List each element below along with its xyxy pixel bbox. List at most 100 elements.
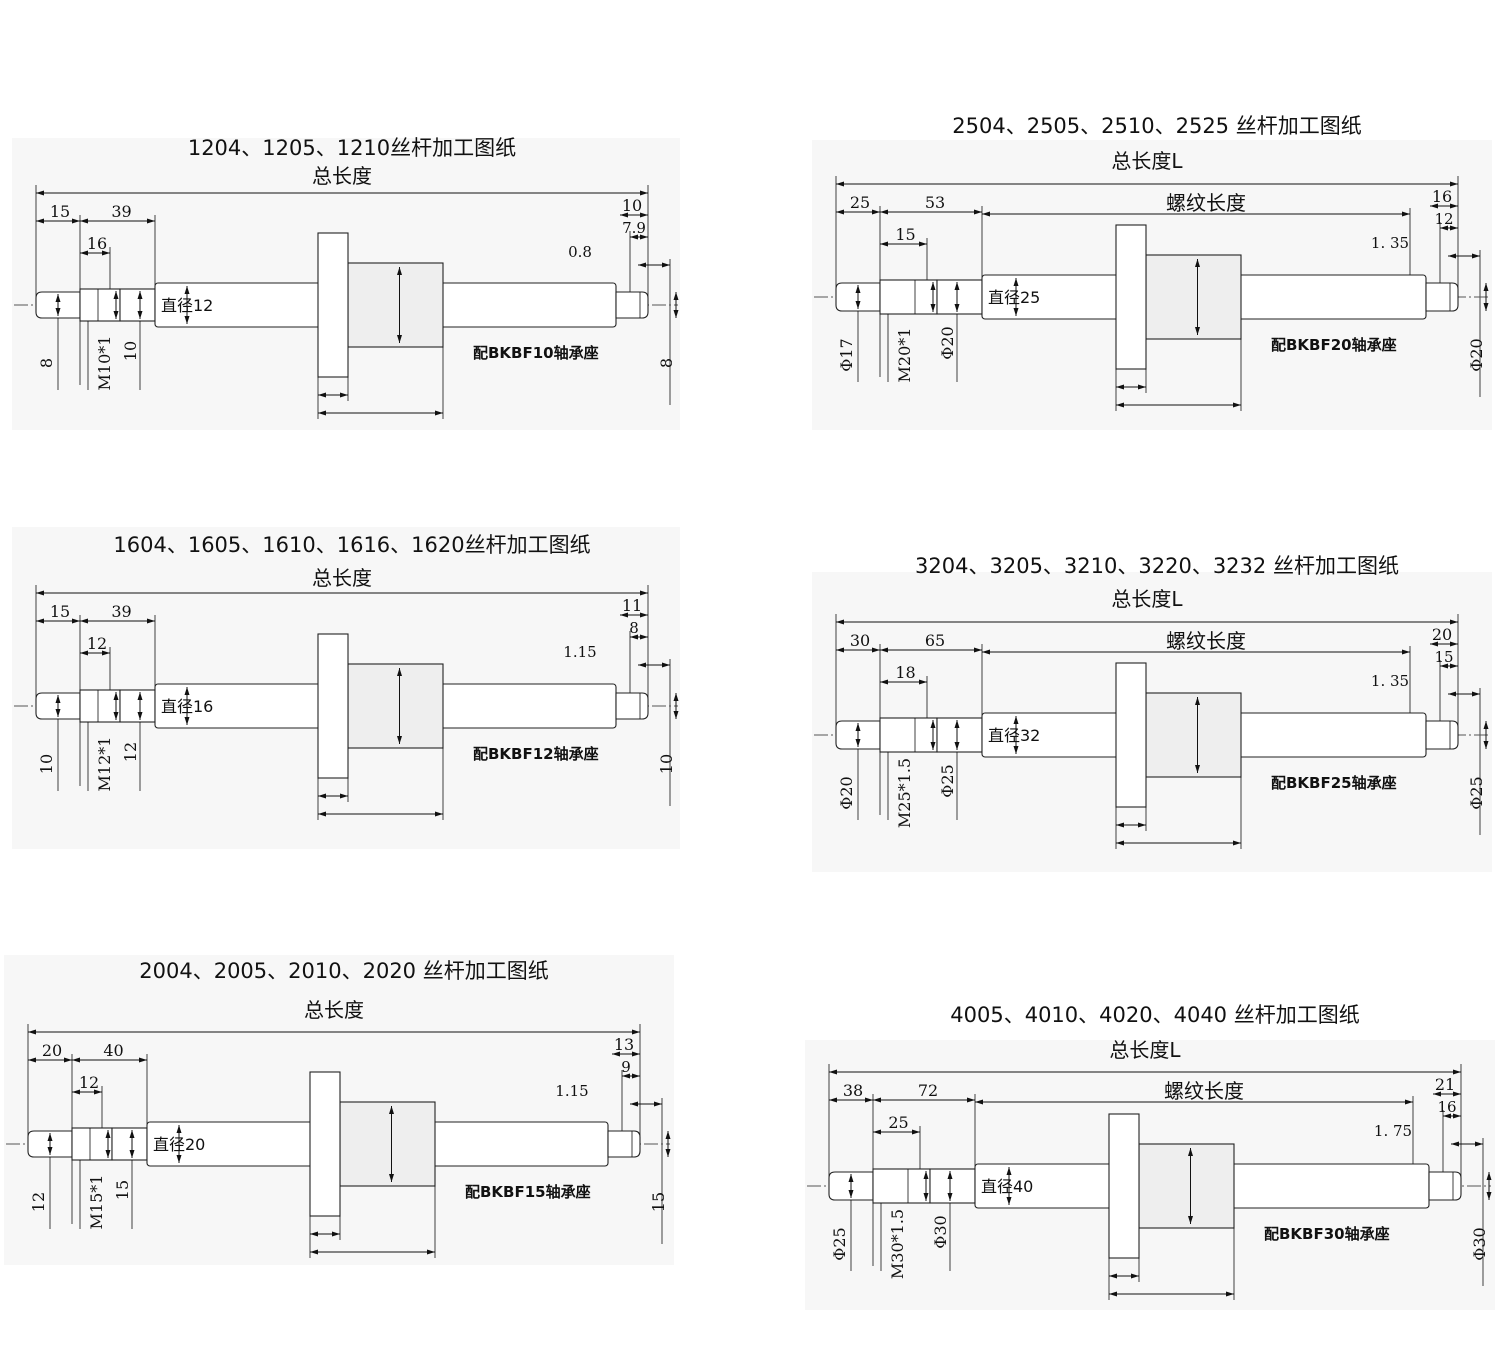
dimension-arrow <box>1195 327 1200 335</box>
total-length-label: 总长度 <box>312 566 372 590</box>
dimension-arrow <box>919 241 927 247</box>
dimension-arrow <box>397 267 402 275</box>
dim-label-vertical: M20*1 <box>895 328 914 383</box>
dimension-arrow <box>80 618 88 624</box>
shaft-diameter-label: 直径20 <box>153 1135 205 1154</box>
dimension-arrow <box>836 181 844 187</box>
dim-label: 21 <box>1435 1075 1455 1094</box>
dimension-arrow <box>318 392 326 398</box>
dim-label: 30 <box>850 631 870 650</box>
dimension-arrow <box>1109 1273 1117 1279</box>
dimension-arrow <box>632 1029 640 1035</box>
dimension-arrow <box>1450 619 1458 625</box>
dim-label-vertical: 12 <box>29 1192 48 1212</box>
shaft-diameter-label: 直径16 <box>161 697 213 716</box>
dimension-arrow <box>673 310 679 318</box>
dimension-arrow <box>1131 1273 1139 1279</box>
dimension-arrow <box>113 692 119 700</box>
dimension-arrow <box>919 679 927 685</box>
dim-label-vertical: Φ25 <box>830 1227 849 1260</box>
dim-label-vertical: 10 <box>657 754 676 774</box>
dimension-arrow <box>1233 840 1241 846</box>
shaft-diameter-label: 直径32 <box>988 726 1040 745</box>
dimension-arrow <box>113 291 119 299</box>
dimension-arrow <box>36 190 44 196</box>
journal-right <box>1425 282 1459 312</box>
dimension-arrow <box>836 647 844 653</box>
dim-label: 15 <box>1434 648 1453 666</box>
dimension-arrow <box>55 294 61 302</box>
dimension-arrow <box>673 711 679 719</box>
total-length-label: 总长度 <box>304 998 364 1022</box>
dimension-arrow <box>930 304 936 312</box>
shaft-diameter-label: 直径40 <box>981 1177 1033 1196</box>
dim-label-vertical: Φ20 <box>938 326 957 359</box>
dimension-arrow <box>640 212 648 218</box>
dimension-arrow <box>1402 211 1410 217</box>
dimension-arrow <box>113 311 119 319</box>
drawing-title: 3204、3205、3210、3220、3232 丝杆加工图纸 <box>915 554 1399 578</box>
dimension-arrow <box>1195 765 1200 773</box>
dimension-arrow <box>55 709 61 717</box>
dim-label-vertical: M25*1.5 <box>895 758 914 828</box>
nut-flange <box>1115 662 1147 808</box>
dim-label: 12 <box>79 1073 99 1092</box>
dim-label-vertical: 10 <box>37 754 56 774</box>
dimension-arrow <box>954 742 960 750</box>
dim-label: 39 <box>111 202 131 221</box>
ball-nut <box>1145 692 1242 778</box>
dimension-arrow <box>1483 741 1489 749</box>
dimension-arrow <box>912 1129 920 1135</box>
dimension-arrow <box>1013 716 1019 724</box>
dim-label: 0.8 <box>568 243 592 261</box>
dim-label: 38 <box>843 1081 863 1100</box>
dimension-arrow <box>630 234 638 240</box>
dimension-arrow <box>389 1106 394 1114</box>
dimension-arrow <box>55 695 61 703</box>
dim-label-vertical: Φ25 <box>1467 776 1486 809</box>
dimension-arrow <box>612 1051 620 1057</box>
dimension-arrow <box>640 234 648 240</box>
dimension-arrow <box>47 1147 53 1155</box>
thread-length-label: 螺纹长度 <box>1166 629 1246 653</box>
thread-section <box>79 689 121 723</box>
dimension-arrow <box>630 634 638 640</box>
dimension-arrow <box>640 590 648 596</box>
dimension-arrow <box>923 1193 929 1201</box>
ball-nut <box>1145 254 1242 340</box>
dimension-arrow <box>673 693 679 701</box>
dimension-arrow <box>94 1089 102 1095</box>
bearing-note: 配BKBF20轴承座 <box>1271 336 1397 354</box>
dimension-arrow <box>954 282 960 290</box>
dimension-arrow <box>1138 822 1146 828</box>
dim-label: 1.15 <box>555 1082 588 1100</box>
dimension-arrow <box>638 662 646 668</box>
bearing-note: 配BKBF25轴承座 <box>1271 774 1397 792</box>
dimension-arrow <box>638 262 646 268</box>
dimension-arrow <box>105 1150 111 1158</box>
dimension-arrow <box>36 218 44 224</box>
dimension-arrow <box>1433 1091 1441 1097</box>
drawing-title: 2504、2505、2510、2525 丝杆加工图纸 <box>952 114 1361 138</box>
thread-section <box>71 1127 113 1161</box>
dimension-arrow <box>1440 663 1448 669</box>
dimension-arrow <box>1188 1216 1193 1224</box>
dim-label: 72 <box>918 1081 938 1100</box>
dimension-arrow <box>673 292 679 300</box>
nut-flange <box>1115 224 1147 370</box>
dimension-arrow <box>435 410 443 416</box>
dim-label: 1. 35 <box>1371 672 1409 690</box>
dim-label: 1. 75 <box>1374 1122 1412 1140</box>
dim-label: 8 <box>629 619 639 637</box>
dimension-arrow <box>1006 1197 1012 1205</box>
ball-nut <box>347 262 444 348</box>
dimension-arrow <box>829 1069 837 1075</box>
dimension-arrow <box>176 1155 182 1163</box>
dimension-arrow <box>129 1130 135 1138</box>
dimension-arrow <box>974 647 982 653</box>
dimension-arrow <box>1450 181 1458 187</box>
dim-label: 15 <box>50 202 70 221</box>
dimension-arrow <box>137 712 143 720</box>
